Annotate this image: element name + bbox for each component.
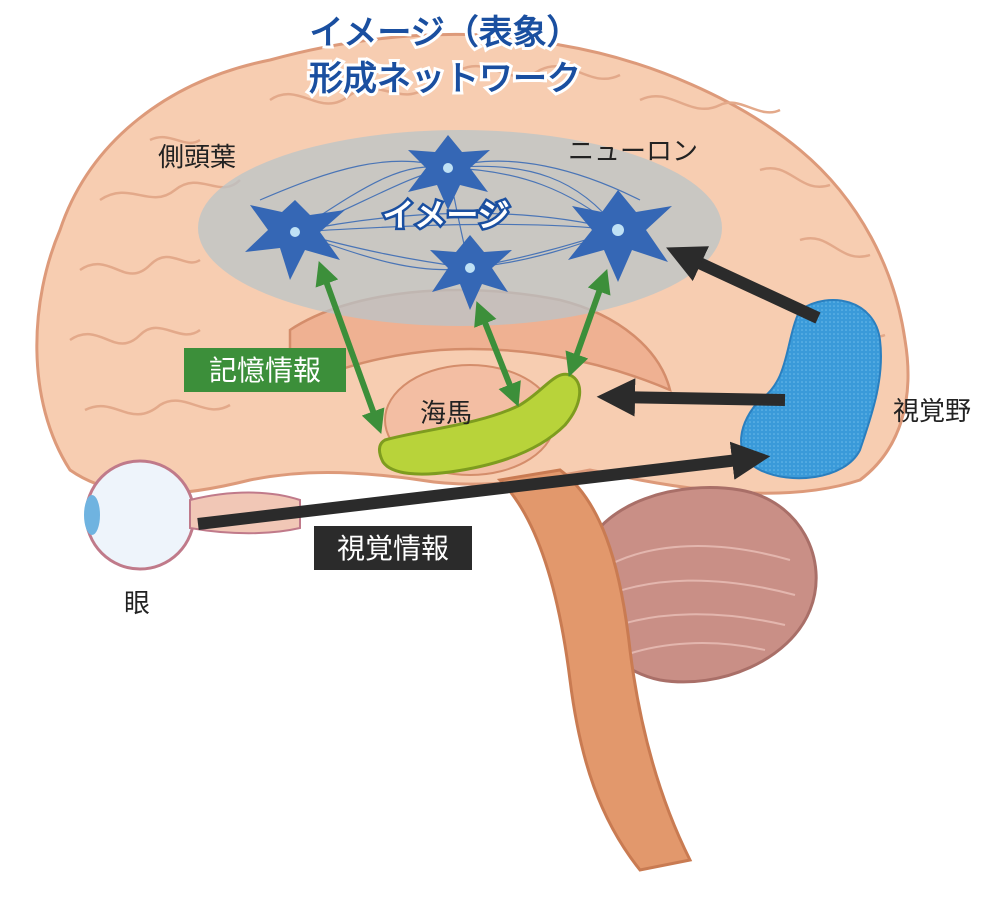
hippocampus-shape (378, 372, 582, 476)
label-neuron: ニューロン (568, 137, 698, 167)
brainstem (496, 468, 693, 872)
title-line2: 形成ネットワーク (309, 59, 581, 99)
visual-info-badge: 視覚情報 (314, 526, 472, 570)
visual-arrow-eye-to-cortex (197, 441, 771, 530)
neuron-1 (245, 200, 345, 280)
visual-arrow-to-hippocampus (596, 378, 786, 417)
memory-arrow-3 (565, 268, 611, 378)
visual-arrow-to-network (666, 246, 821, 324)
label-memory-info: 記憶情報 (209, 354, 321, 387)
label-visual-info: 視覚情報 (337, 532, 449, 565)
memory-arrow-1 (315, 260, 385, 435)
label-image: イメージ (382, 196, 509, 234)
neuron-3 (430, 235, 512, 310)
visual-arrows (197, 246, 821, 530)
neuron-4 (568, 190, 672, 282)
title-line1: イメージ（表象） (309, 13, 580, 53)
label-eye: 眼 (124, 589, 150, 619)
neuron-2 (408, 135, 490, 210)
label-temporal-lobe: 側頭葉 (158, 143, 236, 173)
memory-arrows (315, 260, 611, 435)
memory-info-badge: 記憶情報 (184, 348, 346, 392)
label-hippocampus: 海馬 (420, 399, 472, 429)
label-visual-cortex: 視覚野 (893, 397, 971, 427)
memory-arrow-2 (474, 301, 521, 407)
